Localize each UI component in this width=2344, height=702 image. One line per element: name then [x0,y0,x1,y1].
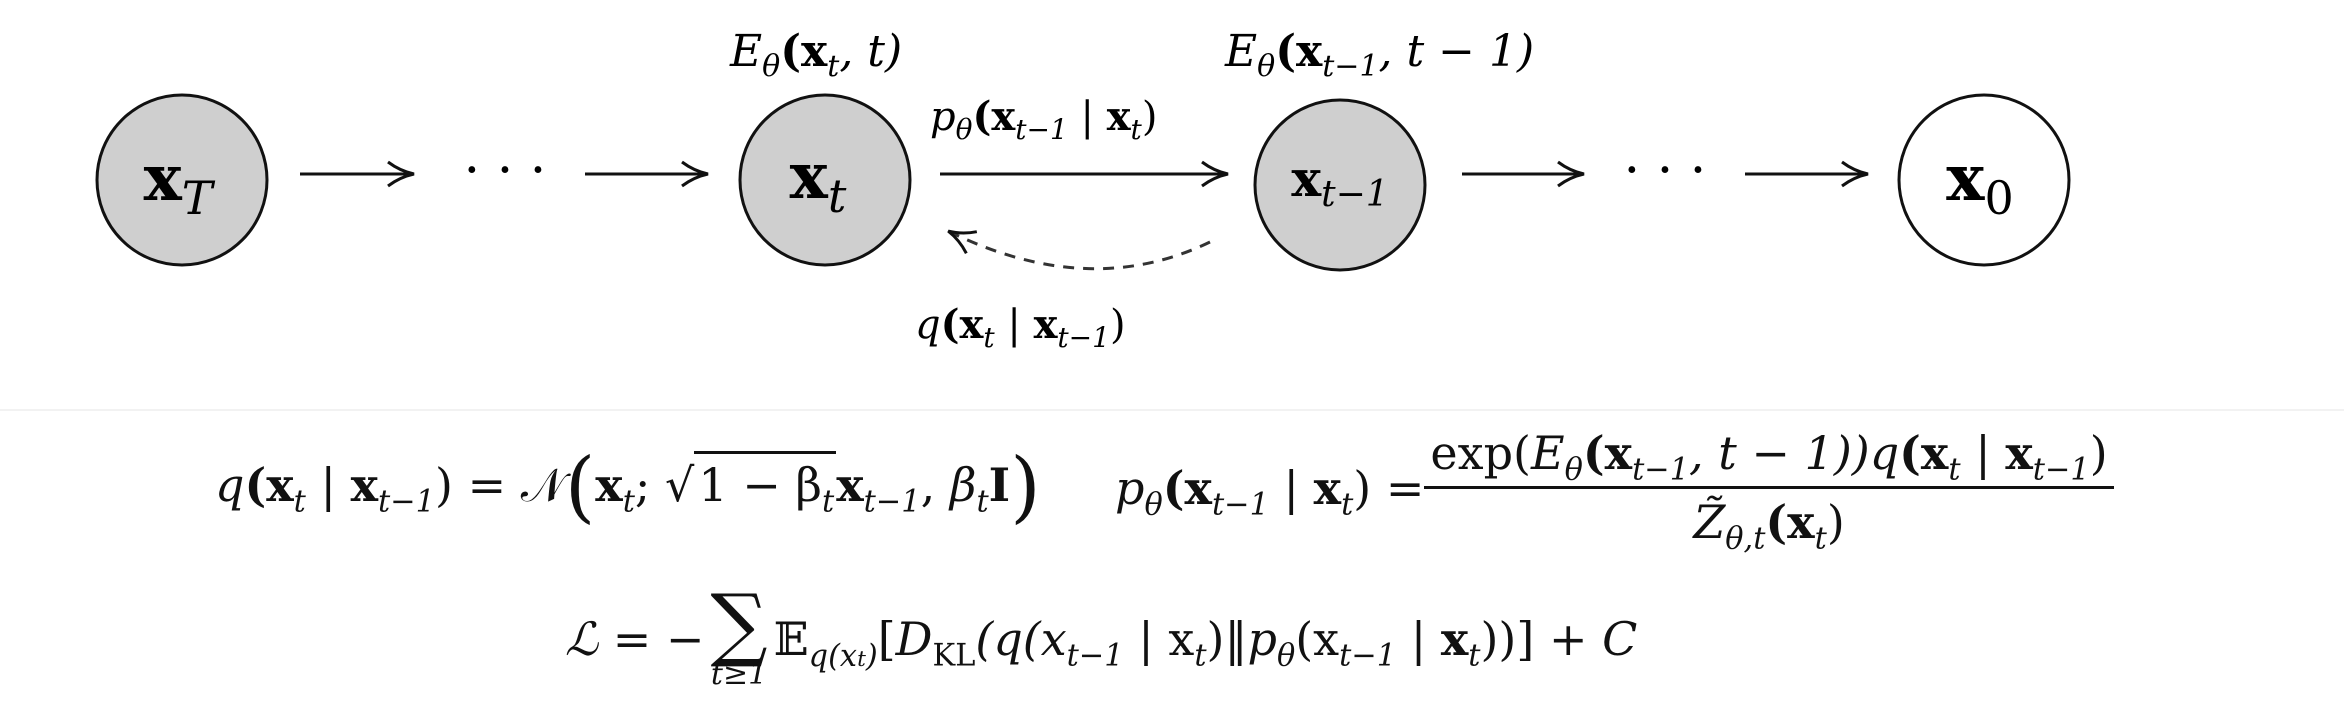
energy-label-xt: Eθ(xt, t) [729,26,902,84]
summation: ∑t≥1 [710,577,768,692]
node-xt-sub: t [828,169,847,223]
p-fraction-denominator: Z̃θ,t(xt) [1693,495,1845,557]
ellipsis-right: · · · [1624,141,1707,201]
node-xt-label: x [790,139,829,214]
svg-text:x0: x0 [1946,141,2013,225]
node-x0-label: x [1946,141,1985,216]
node-xT-label: x [144,141,183,216]
p-fraction: exp(Eθ(xt−1, t − 1))q(xt | xt−1) Z̃θ,t(x… [1424,430,2114,557]
node-xT-sub: T [182,171,216,225]
svg-text:xt: xt [790,139,847,223]
ellipsis-left: · · · [464,141,547,201]
backward-dashed-arrow [947,229,1211,271]
normal-dist-symbol: 𝒩 [520,458,565,512]
backward-transition-label: q(xt | xt−1) [915,301,1126,354]
forward-transition-label: pθ(xt−1 | xt) [930,93,1157,146]
energy-label-xt1: Eθ(xt−1, t − 1) [1224,26,1534,84]
node-xt1: xt−1 [1253,98,1427,272]
equation-p-definition: pθ(xt−1 | xt) = exp(Eθ(xt−1, t − 1))q(xt… [1115,430,2114,557]
node-xt: xt [738,93,912,267]
node-xt1-label: x [1291,149,1322,208]
svg-text:xT: xT [144,141,216,225]
equation-q-definition: q(xt | xt−1) = 𝒩(xt; √1 − βtxt−1, βtI) [215,442,1041,532]
node-x0-sub: 0 [1984,171,2013,225]
node-xT: xT [95,93,269,267]
node-x0: x0 [1897,93,2071,267]
node-xt1-sub: t−1 [1321,174,1389,215]
svg-text:xt−1: xt−1 [1291,149,1388,215]
p-fraction-numerator: exp(Eθ(xt−1, t − 1))q(xt | xt−1) [1424,430,2114,489]
